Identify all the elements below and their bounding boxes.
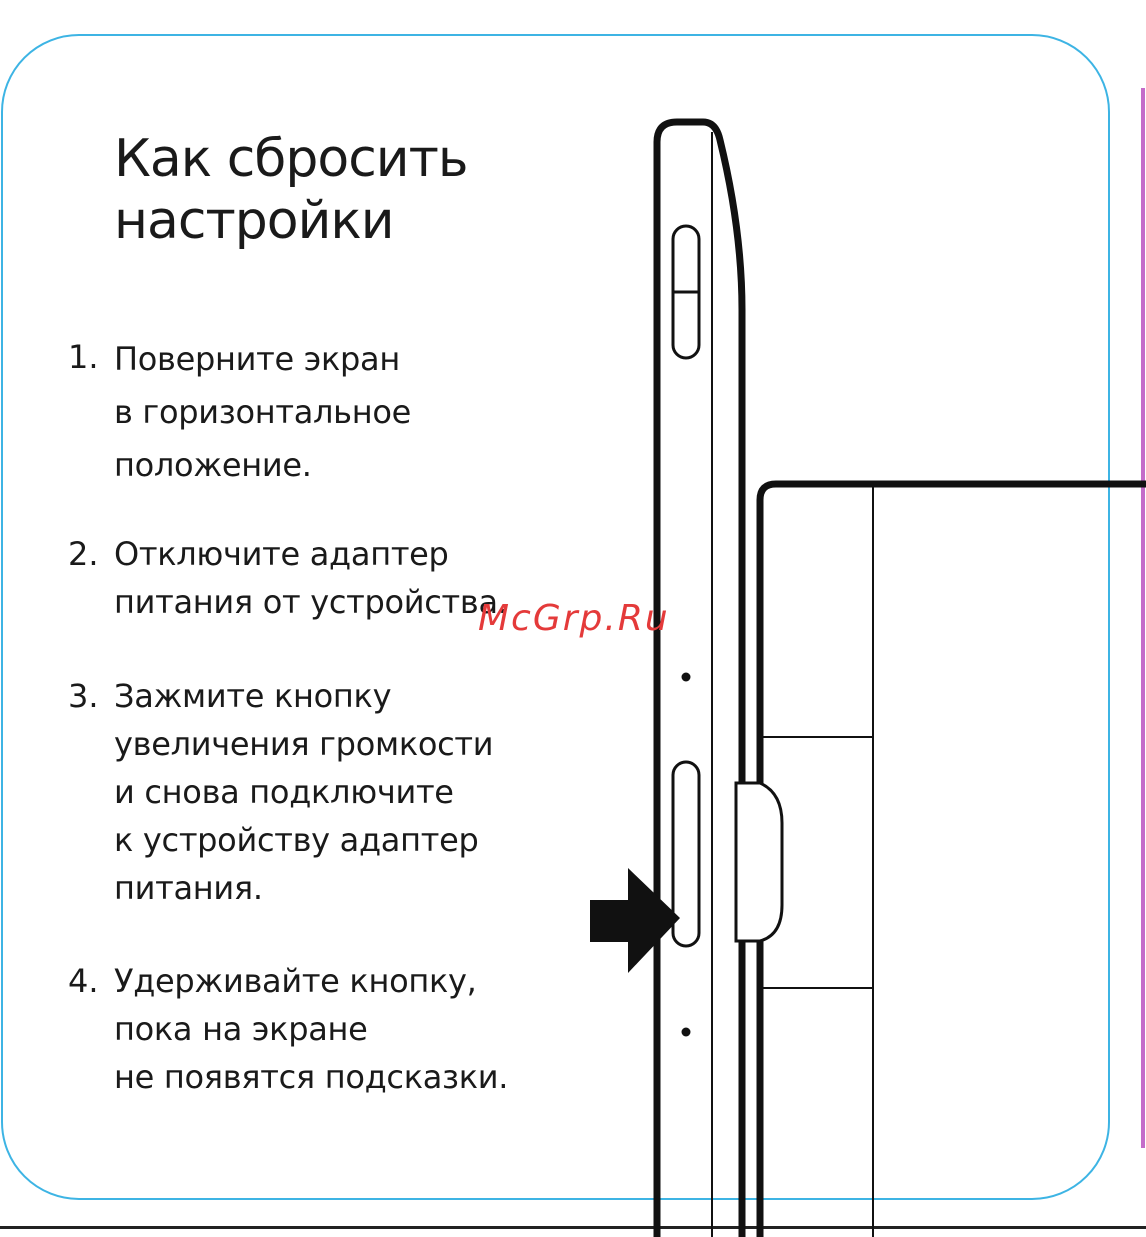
indicator-dot-upper	[682, 673, 691, 682]
right-arrow-icon	[590, 868, 680, 973]
power-connector	[736, 783, 782, 941]
stand-outline	[760, 484, 1146, 1237]
indicator-dot-lower	[682, 1028, 691, 1037]
watermark: McGrp.Ru	[478, 598, 670, 639]
